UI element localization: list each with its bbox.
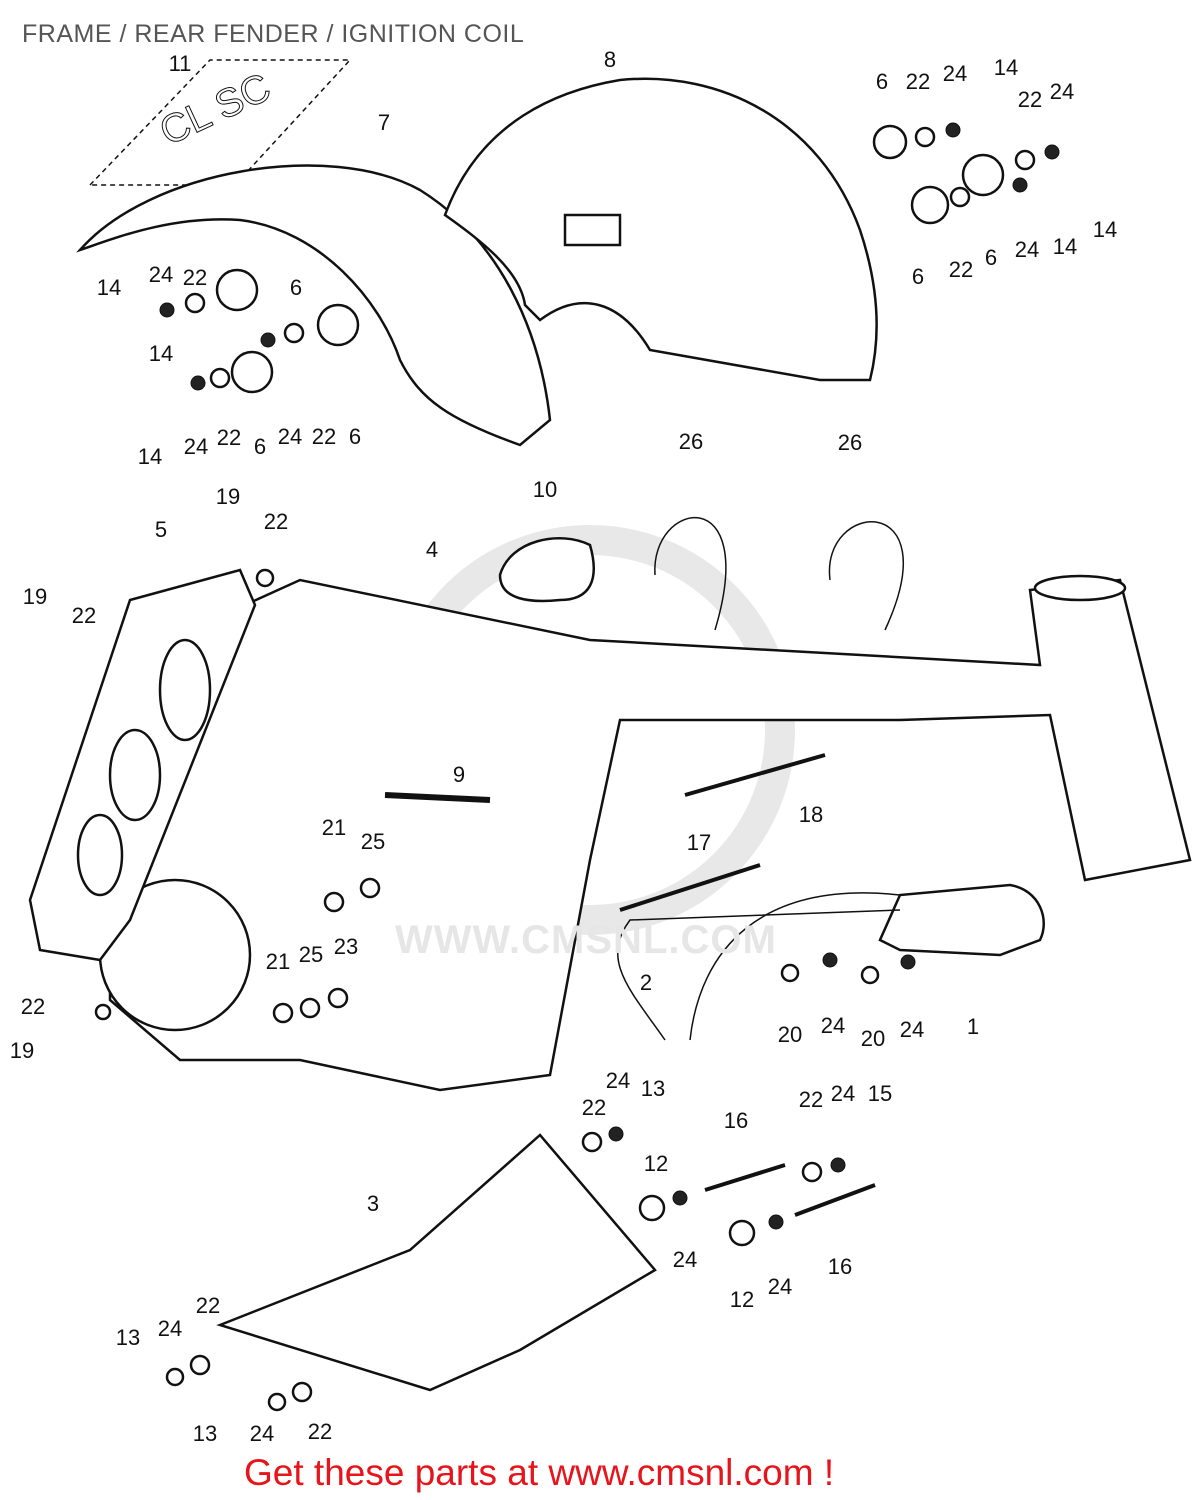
callout-part-22: 22 — [182, 265, 208, 290]
callout-part-24: 24 — [942, 61, 968, 86]
callout-part-22: 22 — [311, 424, 337, 449]
part-7-rear-fender — [76, 164, 552, 447]
callout-part-24: 24 — [249, 1421, 275, 1446]
callout-part-3: 3 — [366, 1191, 380, 1216]
callout-part-6: 6 — [875, 69, 889, 94]
callout-part-6: 6 — [911, 264, 925, 289]
callout-part-9: 9 — [452, 762, 466, 787]
callout-part-8: 8 — [603, 47, 617, 72]
callout-part-24: 24 — [830, 1081, 856, 1106]
callout-part-12: 12 — [643, 1151, 669, 1176]
fender-slot — [563, 213, 622, 247]
callout-part-13: 13 — [640, 1076, 666, 1101]
callout-part-11: 11 — [168, 51, 192, 76]
callout-part-25: 25 — [360, 829, 386, 854]
part-17-bolt — [619, 863, 761, 912]
part-1-ignition-coil — [878, 883, 1045, 957]
watermark-text: WWW.CMSNL.COM — [395, 918, 777, 962]
bolts-16 — [704, 1163, 876, 1217]
callout-part-7: 7 — [377, 110, 391, 135]
callout-part-10: 10 — [532, 477, 558, 502]
part-26-band — [828, 521, 905, 631]
callout-part-22: 22 — [216, 425, 242, 450]
callout-part-24: 24 — [183, 434, 209, 459]
callout-part-24: 24 — [1049, 79, 1075, 104]
callout-part-13: 13 — [192, 1421, 218, 1446]
callout-part-22: 22 — [1017, 87, 1043, 112]
callout-part-6: 6 — [289, 275, 303, 300]
callout-part-13: 13 — [115, 1325, 141, 1350]
callout-part-14: 14 — [148, 341, 174, 366]
callout-part-15: 15 — [867, 1081, 893, 1106]
part-10-pad — [498, 537, 595, 603]
callout-part-4: 4 — [425, 537, 439, 562]
callout-part-24: 24 — [672, 1247, 698, 1272]
coil-wire — [689, 892, 901, 1041]
callout-part-22: 22 — [263, 509, 289, 534]
callout-part-22: 22 — [307, 1419, 333, 1444]
callout-part-24: 24 — [899, 1017, 925, 1042]
callout-part-21: 21 — [265, 949, 291, 974]
part-9-strip — [384, 792, 491, 803]
part-18-bolt — [684, 753, 826, 797]
callout-part-22: 22 — [581, 1095, 607, 1120]
callout-part-17: 17 — [686, 830, 712, 855]
washers — [94, 122, 1060, 1412]
footer-link[interactable]: Get these parts at www.cmsnl.com ! — [244, 1452, 835, 1493]
callout-part-1: 1 — [966, 1014, 980, 1039]
callout-part-6: 6 — [984, 245, 998, 270]
callout-part-24: 24 — [157, 1316, 183, 1341]
callout-part-22: 22 — [798, 1087, 824, 1112]
callout-part-22: 22 — [905, 69, 931, 94]
callout-part-19: 19 — [22, 584, 48, 609]
callout-part-14: 14 — [1052, 234, 1078, 259]
callout-part-24: 24 — [820, 1013, 846, 1038]
callout-part-22: 22 — [71, 603, 97, 628]
callout-part-24: 24 — [605, 1068, 631, 1093]
callout-part-16: 16 — [827, 1254, 853, 1279]
callout-part-26: 26 — [678, 429, 704, 454]
part-3-tray — [216, 1133, 657, 1392]
diagram-title: FRAME / REAR FENDER / IGNITION COIL — [22, 20, 525, 48]
callout-part-20: 20 — [860, 1026, 886, 1051]
callout-part-24: 24 — [1014, 237, 1040, 262]
part-2-wire — [616, 909, 901, 1041]
callout-part-22: 22 — [948, 257, 974, 282]
callout-part-24: 24 — [277, 424, 303, 449]
callout-part-19: 19 — [9, 1038, 35, 1063]
callout-part-24: 24 — [767, 1274, 793, 1299]
callout-part-20: 20 — [777, 1022, 803, 1047]
callout-part-12: 12 — [729, 1287, 755, 1312]
callout-part-6: 6 — [348, 424, 362, 449]
callout-part-14: 14 — [993, 55, 1019, 80]
callout-part-25: 25 — [298, 942, 324, 967]
callout-part-22: 22 — [195, 1293, 221, 1318]
callout-part-18: 18 — [798, 802, 824, 827]
callout-part-26: 26 — [837, 430, 863, 455]
callout-part-22: 22 — [20, 994, 46, 1019]
callout-part-6: 6 — [253, 434, 267, 459]
callout-part-21: 21 — [321, 815, 347, 840]
part-8-fender — [443, 77, 878, 382]
callout-part-16: 16 — [723, 1108, 749, 1133]
callout-part-2: 2 — [639, 970, 653, 995]
callout-part-24: 24 — [148, 262, 174, 287]
callout-part-14: 14 — [96, 275, 122, 300]
part-26-band — [654, 516, 727, 631]
svg-text:CL SC: CL SC — [153, 65, 277, 154]
callout-part-23: 23 — [333, 934, 359, 959]
callout-part-19: 19 — [215, 484, 241, 509]
callout-part-5: 5 — [154, 517, 168, 542]
part-4-frame — [108, 578, 1192, 1092]
callout-part-14: 14 — [1092, 217, 1118, 242]
callout-part-14: 14 — [137, 444, 163, 469]
